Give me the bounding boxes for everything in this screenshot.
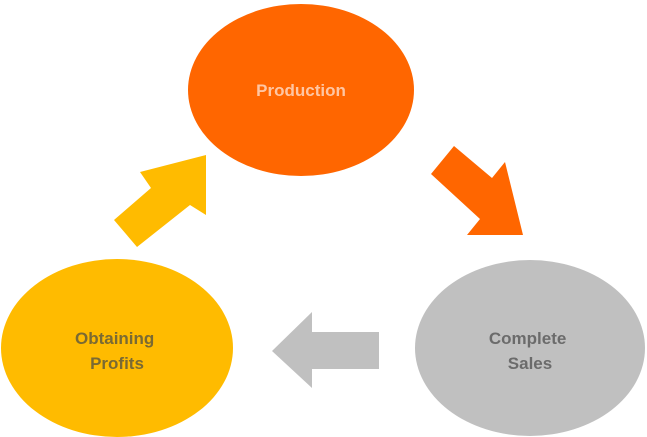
node-obtaining-profits-shape [1, 259, 233, 437]
arrow-profits-to-production [114, 155, 206, 247]
node-complete-sales: Complete Sales [415, 260, 645, 436]
node-complete-sales-label-line-1: Complete [489, 329, 566, 348]
node-complete-sales-label-line-2: Sales [508, 354, 552, 373]
node-obtaining-profits-label: Obtaining Profits [75, 329, 159, 373]
node-obtaining-profits-label-line-1: Obtaining [75, 329, 154, 348]
arrow-sales-to-profits [272, 312, 379, 388]
node-obtaining-profits: Obtaining Profits [1, 259, 233, 437]
node-production-label: Production [256, 81, 346, 100]
node-complete-sales-shape [415, 260, 645, 436]
node-production: Production [188, 4, 414, 176]
node-obtaining-profits-label-line-2: Profits [90, 354, 144, 373]
arrow-production-to-sales [431, 146, 523, 235]
node-complete-sales-label: Complete Sales [489, 329, 571, 373]
node-production-shape [188, 4, 414, 176]
